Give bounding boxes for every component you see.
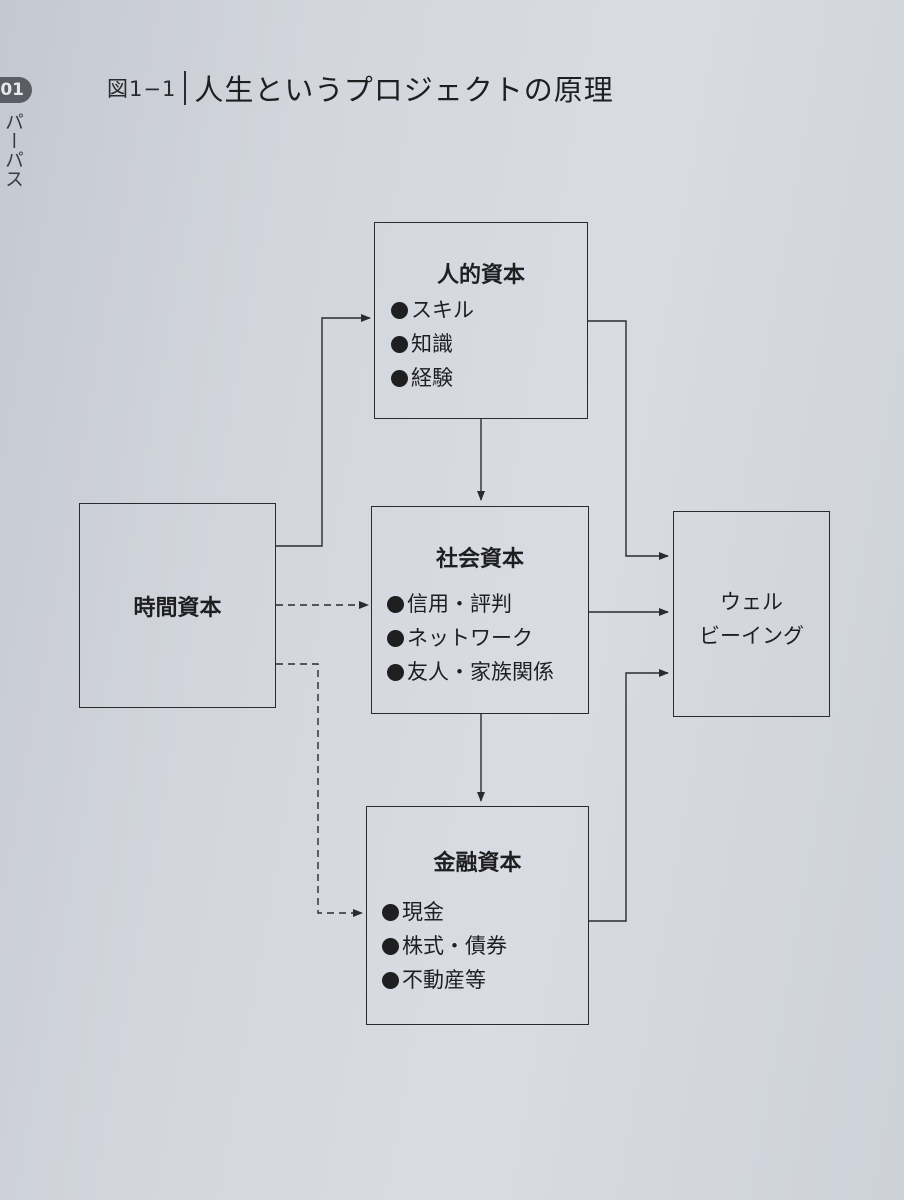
node-wellbeing: ウェル ビーイング [673,511,830,717]
figure-title-row: 図1−1 人生というプロジェクトの原理 [107,68,614,108]
figure-title: 人生というプロジェクトの原理 [194,73,614,107]
list-item: 株式・債券 [382,929,507,963]
node-human-capital-title: 人的資本 [436,263,525,288]
list-item: 信用・評判 [387,587,554,621]
node-time-capital-label: 時間資本 [133,596,222,621]
edge-time-to-human [276,314,371,547]
bullet-icon [391,369,408,387]
node-financial-capital-title: 金融資本 [433,851,522,876]
chapter-side-label: パーパス [2,112,24,188]
edge-financial-to-wellbeing [589,669,669,922]
list-item: スキル [391,293,474,327]
node-social-capital-list: 信用・評判 ネットワーク 友人・家族関係 [387,587,554,689]
node-human-capital-list: スキル 知識 経験 [391,293,474,395]
bullet-icon [382,971,399,989]
list-item: 現金 [382,895,507,929]
bullet-icon [391,301,408,319]
node-human-capital: 人的資本 スキル 知識 経験 [374,222,588,419]
figure-number: 図1−1 [107,77,177,101]
node-financial-capital: 金融資本 現金 株式・債券 不動産等 [366,806,589,1025]
edge-human-to-wellbeing [588,320,669,560]
list-item: 不動産等 [382,963,507,997]
bullet-icon [387,629,404,647]
list-item: 知識 [391,327,474,361]
node-social-capital-title: 社会資本 [435,547,524,572]
node-social-capital: 社会資本 信用・評判 ネットワーク 友人・家族関係 [371,506,589,714]
bullet-icon [382,937,399,955]
edge-time-to-financial [276,663,363,917]
node-time-capital: 時間資本 [79,503,276,708]
list-item: 友人・家族関係 [387,655,554,689]
node-wellbeing-line-1: ウェル [720,590,783,614]
list-item: 経験 [391,361,474,395]
bullet-icon [387,595,404,613]
title-separator [184,71,187,105]
node-financial-capital-list: 現金 株式・債券 不動産等 [382,895,507,997]
node-wellbeing-line-2: ビーイング [699,624,804,648]
bullet-icon [382,903,399,921]
bullet-icon [387,663,404,681]
list-item: ネットワーク [387,621,554,655]
bullet-icon [391,335,408,353]
chapter-number-badge: 01 [0,77,32,103]
